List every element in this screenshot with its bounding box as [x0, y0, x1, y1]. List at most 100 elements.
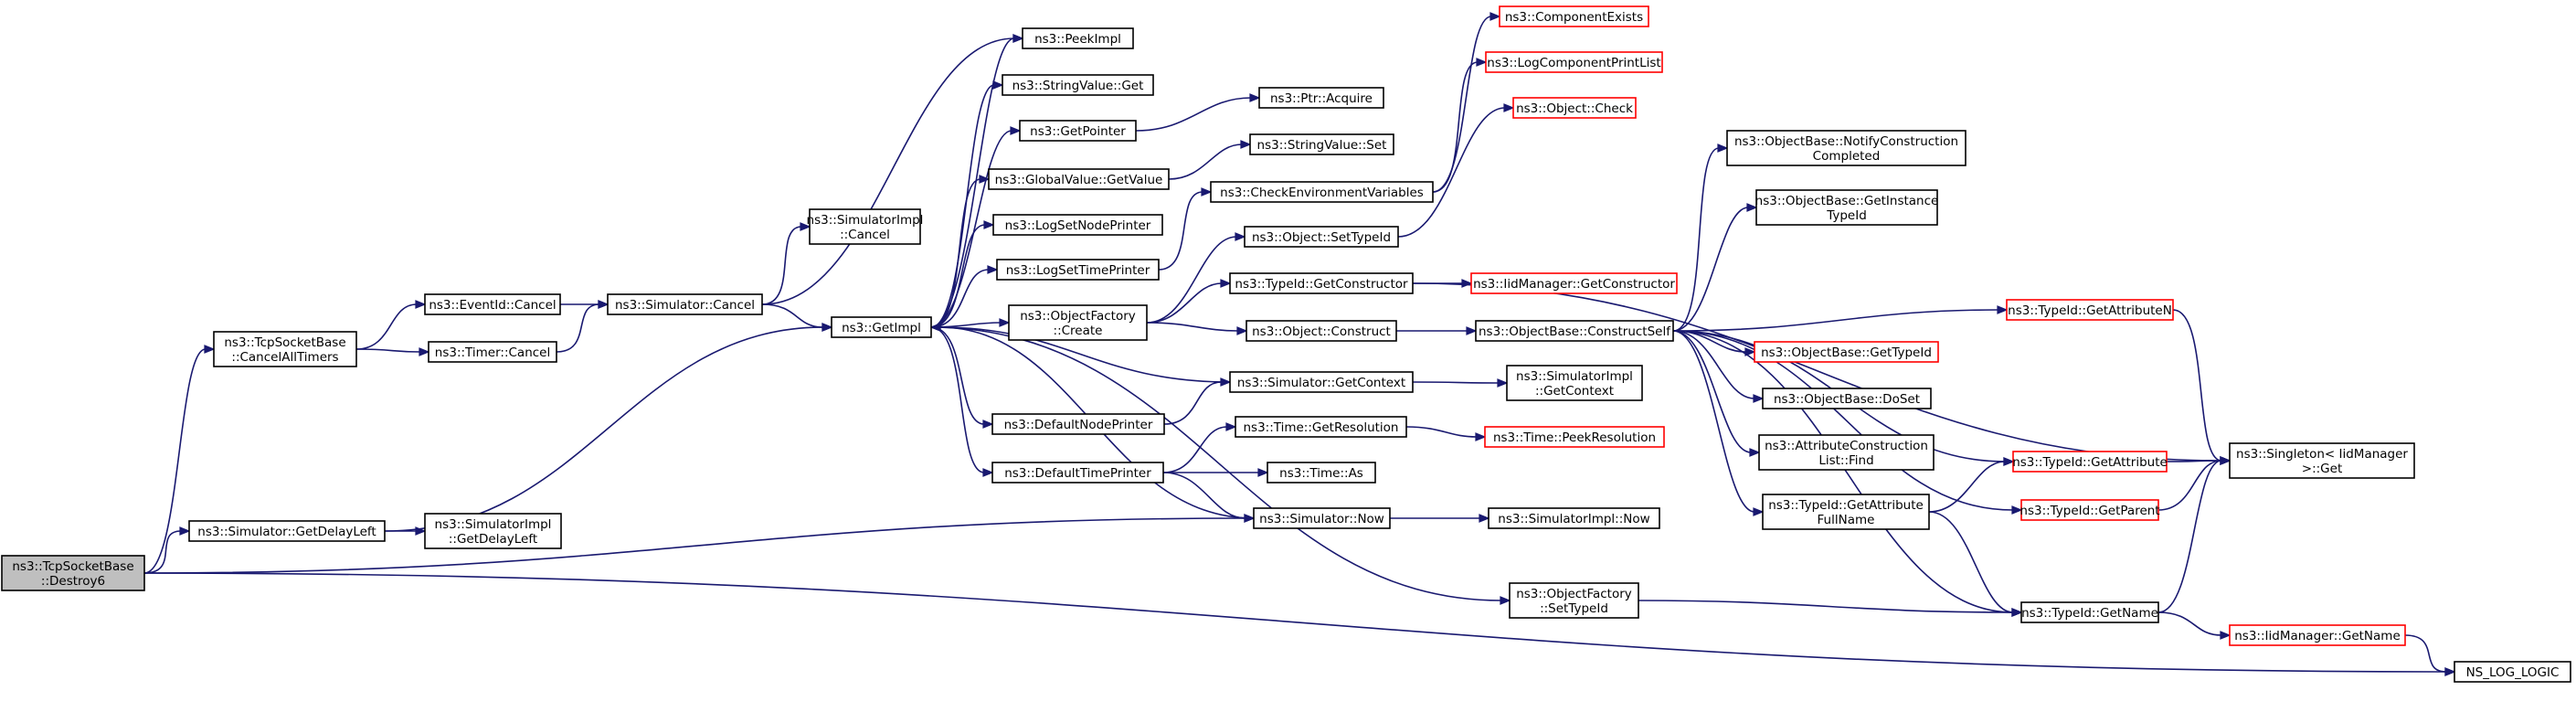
node-label: ns3::IidManager::GetName [2234, 629, 2401, 643]
node-box [831, 316, 932, 338]
node-label: ns3::StringValue::Get [1012, 79, 1144, 93]
node-iidmanager_getname[interactable]: ns3::IidManager::GetName [2229, 624, 2406, 646]
edge-objectbase_constructself-to-objectbase_doset [1672, 330, 1765, 403]
node-destroy6: ns3::TcpSocketBase::Destroy6 [1, 555, 145, 591]
edge-sim_now-to-simimpl_now [1390, 514, 1490, 523]
node-typeid_getattribute[interactable]: ns3::TypeId::GetAttribute [2012, 451, 2168, 473]
node-label: ns3::Time::GetResolution [1243, 420, 1398, 435]
node-stringvalue_get[interactable]: ns3::StringValue::Get [1002, 74, 1154, 96]
edge-getimpl-to-defaultnodeprinter [930, 326, 994, 429]
node-label: ns3::PeekImpl [1034, 32, 1121, 47]
node-logcomponentprintlist[interactable]: ns3::LogComponentPrintList [1485, 51, 1663, 73]
node-componentexists[interactable]: ns3::ComponentExists [1499, 5, 1649, 27]
node-simimpl_cancel[interactable]: ns3::SimulatorImpl::Cancel [807, 208, 924, 245]
node-label: ns3::ObjectBase::ConstructSelf [1479, 324, 1671, 339]
node-getimpl[interactable]: ns3::GetImpl [831, 316, 932, 338]
node-label: ::GetContext [1535, 384, 1614, 399]
node-typeid_getattributen[interactable]: ns3::TypeId::GetAttributeN [2006, 299, 2174, 321]
node-logsettimeprinter[interactable]: ns3::LogSetTimePrinter [996, 259, 1160, 281]
node-simimpl_getdelayleft[interactable]: ns3::SimulatorImpl::GetDelayLeft [424, 513, 562, 549]
edge-objectfactory_create-to-object_construct [1146, 322, 1248, 335]
node-objectfactory_create[interactable]: ns3::ObjectFactory::Create [1008, 304, 1148, 341]
node-objectbase_constructself[interactable]: ns3::ObjectBase::ConstructSelf [1475, 320, 1674, 342]
node-notifyconstruction[interactable]: ns3::ObjectBase::NotifyConstructionCompl… [1726, 130, 1966, 166]
edge-typeid_getname-to-singleton_get [2157, 456, 2231, 613]
node-label: ns3::Ptr::Acquire [1270, 91, 1373, 106]
node-label: ::CancelAllTimers [231, 350, 338, 365]
node-box [1726, 130, 1966, 166]
node-singleton_get[interactable]: ns3::Singleton< IidManager>::Get [2229, 442, 2415, 479]
edge-getimpl-to-objectfactory_settypeid [930, 326, 1511, 605]
node-object_settypeid[interactable]: ns3::Object::SetTypeId [1244, 226, 1399, 248]
node-objectfactory_settypeid[interactable]: ns3::ObjectFactory::SetTypeId [1509, 582, 1639, 619]
node-time_peekresolution[interactable]: ns3::Time::PeekResolution [1484, 426, 1665, 448]
node-box [424, 293, 561, 315]
node-cancelall[interactable]: ns3::TcpSocketBase::CancelAllTimers [213, 331, 357, 367]
node-ptr_acquire[interactable]: ns3::Ptr::Acquire [1258, 87, 1384, 109]
edge-objectbase_constructself-to-notifyconstruction [1672, 143, 1729, 332]
node-simcancel[interactable]: ns3::Simulator::Cancel [607, 293, 763, 315]
node-typeid_getconstructor[interactable]: ns3::TypeId::GetConstructor [1229, 272, 1414, 294]
node-box [1762, 494, 1930, 530]
node-label: TypeId [1826, 208, 1867, 223]
node-logsetnodeprinter[interactable]: ns3::LogSetNodePrinter [992, 214, 1163, 236]
node-box [1488, 507, 1660, 529]
node-getpointer[interactable]: ns3::GetPointer [1019, 120, 1137, 142]
node-label: ::Destroy6 [41, 574, 105, 589]
node-label: ns3::Object::SetTypeId [1252, 230, 1391, 245]
node-peekimpl[interactable]: ns3::PeekImpl [1022, 27, 1134, 49]
node-typeid_getparent[interactable]: ns3::TypeId::GetParent [2019, 499, 2160, 521]
node-box [428, 341, 557, 363]
node-box [2006, 299, 2174, 321]
node-box [1755, 189, 1938, 226]
node-label: ns3::DefaultTimePrinter [1004, 466, 1151, 481]
node-getdelayleft[interactable]: ns3::Simulator::GetDelayLeft [188, 520, 386, 542]
node-objectbase_gettypeid[interactable]: ns3::ObjectBase::GetTypeId [1754, 341, 1939, 363]
edge-objectfactory_create-to-object_settypeid [1146, 232, 1246, 324]
node-simimpl_getcontext[interactable]: ns3::SimulatorImpl::GetContext [1506, 365, 1643, 401]
node-label: ns3::ObjectFactory [1516, 587, 1632, 601]
node-object_check[interactable]: ns3::Object::Check [1512, 97, 1637, 119]
node-label: ns3::Object::Check [1516, 101, 1633, 116]
node-timercancel[interactable]: ns3::Timer::Cancel [428, 341, 557, 363]
node-ns_log_logic[interactable]: NS_LOG_LOGIC [2454, 661, 2571, 683]
node-globalvalue_getvalue[interactable]: ns3::GlobalValue::GetValue [988, 168, 1170, 190]
node-box [991, 413, 1165, 435]
node-stringvalue_set[interactable]: ns3::StringValue::Set [1249, 133, 1394, 155]
node-defaulttimeprinter[interactable]: ns3::DefaultTimePrinter [991, 462, 1164, 484]
edge-getimpl-to-peekimpl [930, 34, 1024, 328]
node-sim_getcontext[interactable]: ns3::Simulator::GetContext [1229, 371, 1414, 393]
node-label: Completed [1813, 149, 1881, 164]
node-box [2229, 442, 2415, 479]
node-label: ns3::EventId::Cancel [429, 298, 556, 313]
node-typeid_getname[interactable]: ns3::TypeId::GetName [2020, 601, 2159, 623]
node-label: ns3::TcpSocketBase [12, 559, 133, 574]
node-sim_now[interactable]: ns3::Simulator::Now [1253, 507, 1391, 529]
node-simimpl_now[interactable]: ns3::SimulatorImpl::Now [1488, 507, 1660, 529]
edge-typeid_getparent-to-singleton_get [2157, 456, 2231, 511]
node-label: ns3::GlobalValue::GetValue [995, 173, 1163, 187]
node-checkenv[interactable]: ns3::CheckEnvironmentVariables [1210, 181, 1434, 203]
edge-cancelall-to-timercancel [355, 347, 430, 356]
node-label: NS_LOG_LOGIC [2466, 665, 2560, 680]
node-label: >::Get [2302, 462, 2342, 476]
node-iidmanager_getconstructor[interactable]: ns3::IidManager::GetConstructor [1470, 272, 1678, 294]
node-box [1246, 320, 1397, 342]
node-time_as[interactable]: ns3::Time::As [1267, 462, 1376, 484]
node-box [607, 293, 763, 315]
node-box [1470, 272, 1678, 294]
node-defaultnodeprinter[interactable]: ns3::DefaultNodePrinter [991, 413, 1165, 435]
node-eventcancel[interactable]: ns3::EventId::Cancel [424, 293, 561, 315]
node-time_getresolution[interactable]: ns3::Time::GetResolution [1235, 416, 1407, 438]
node-label: ns3::TypeId::GetParent [2019, 504, 2159, 518]
node-label: ns3::SimulatorImpl [435, 517, 552, 532]
edge-getimpl-to-logsettimeprinter [930, 265, 999, 328]
node-object_construct[interactable]: ns3::Object::Construct [1246, 320, 1397, 342]
node-box [1244, 226, 1399, 248]
node-label: ::Cancel [840, 228, 890, 242]
node-objectbase_doset[interactable]: ns3::ObjectBase::DoSet [1762, 388, 1932, 409]
